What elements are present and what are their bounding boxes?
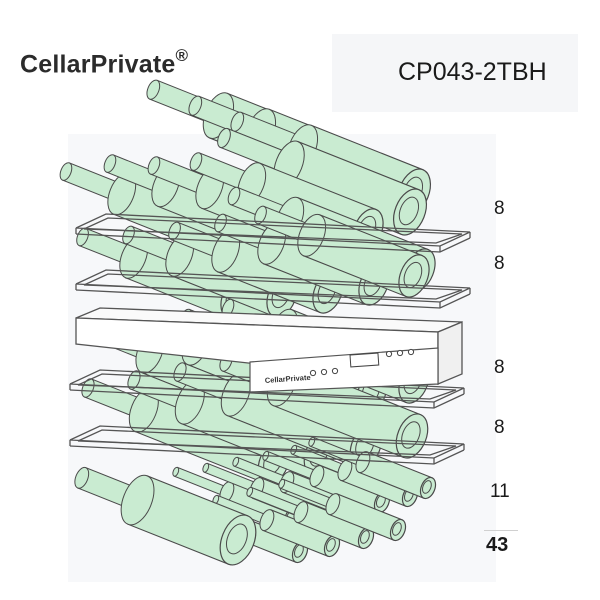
total-count: 43 bbox=[486, 534, 509, 556]
shelf-count-3: 8 bbox=[494, 357, 505, 378]
total-divider bbox=[484, 530, 518, 531]
rack-shelf-2 bbox=[75, 269, 471, 309]
brand-logo: CellarPrivate® bbox=[20, 46, 189, 79]
shelf-count-2: 8 bbox=[494, 253, 505, 274]
shelf-count-4: 8 bbox=[494, 417, 505, 438]
model-number: CP043-2TBH bbox=[398, 58, 547, 86]
bottle-s5-small-9 bbox=[246, 486, 375, 550]
bottle-s5-large-1 bbox=[74, 466, 257, 566]
panel-brand-label: CellarPrivate bbox=[265, 373, 311, 385]
panel-buttons-left bbox=[309, 367, 339, 377]
shelf-count-5: 11 bbox=[490, 481, 510, 502]
control-panel: CellarPrivate bbox=[75, 307, 463, 393]
bottle-s5-small-10 bbox=[278, 478, 407, 542]
rack-shelf-1 bbox=[75, 213, 471, 253]
rack-shelf-4 bbox=[69, 425, 465, 465]
panel-display bbox=[349, 352, 380, 368]
model-box bbox=[332, 34, 578, 112]
shelf-count-1: 8 bbox=[494, 198, 505, 219]
brand-name: CellarPrivate bbox=[20, 50, 176, 79]
registered-mark: ® bbox=[175, 46, 189, 65]
panel-buttons-right bbox=[385, 348, 415, 358]
rack-shelf-3 bbox=[69, 369, 465, 409]
